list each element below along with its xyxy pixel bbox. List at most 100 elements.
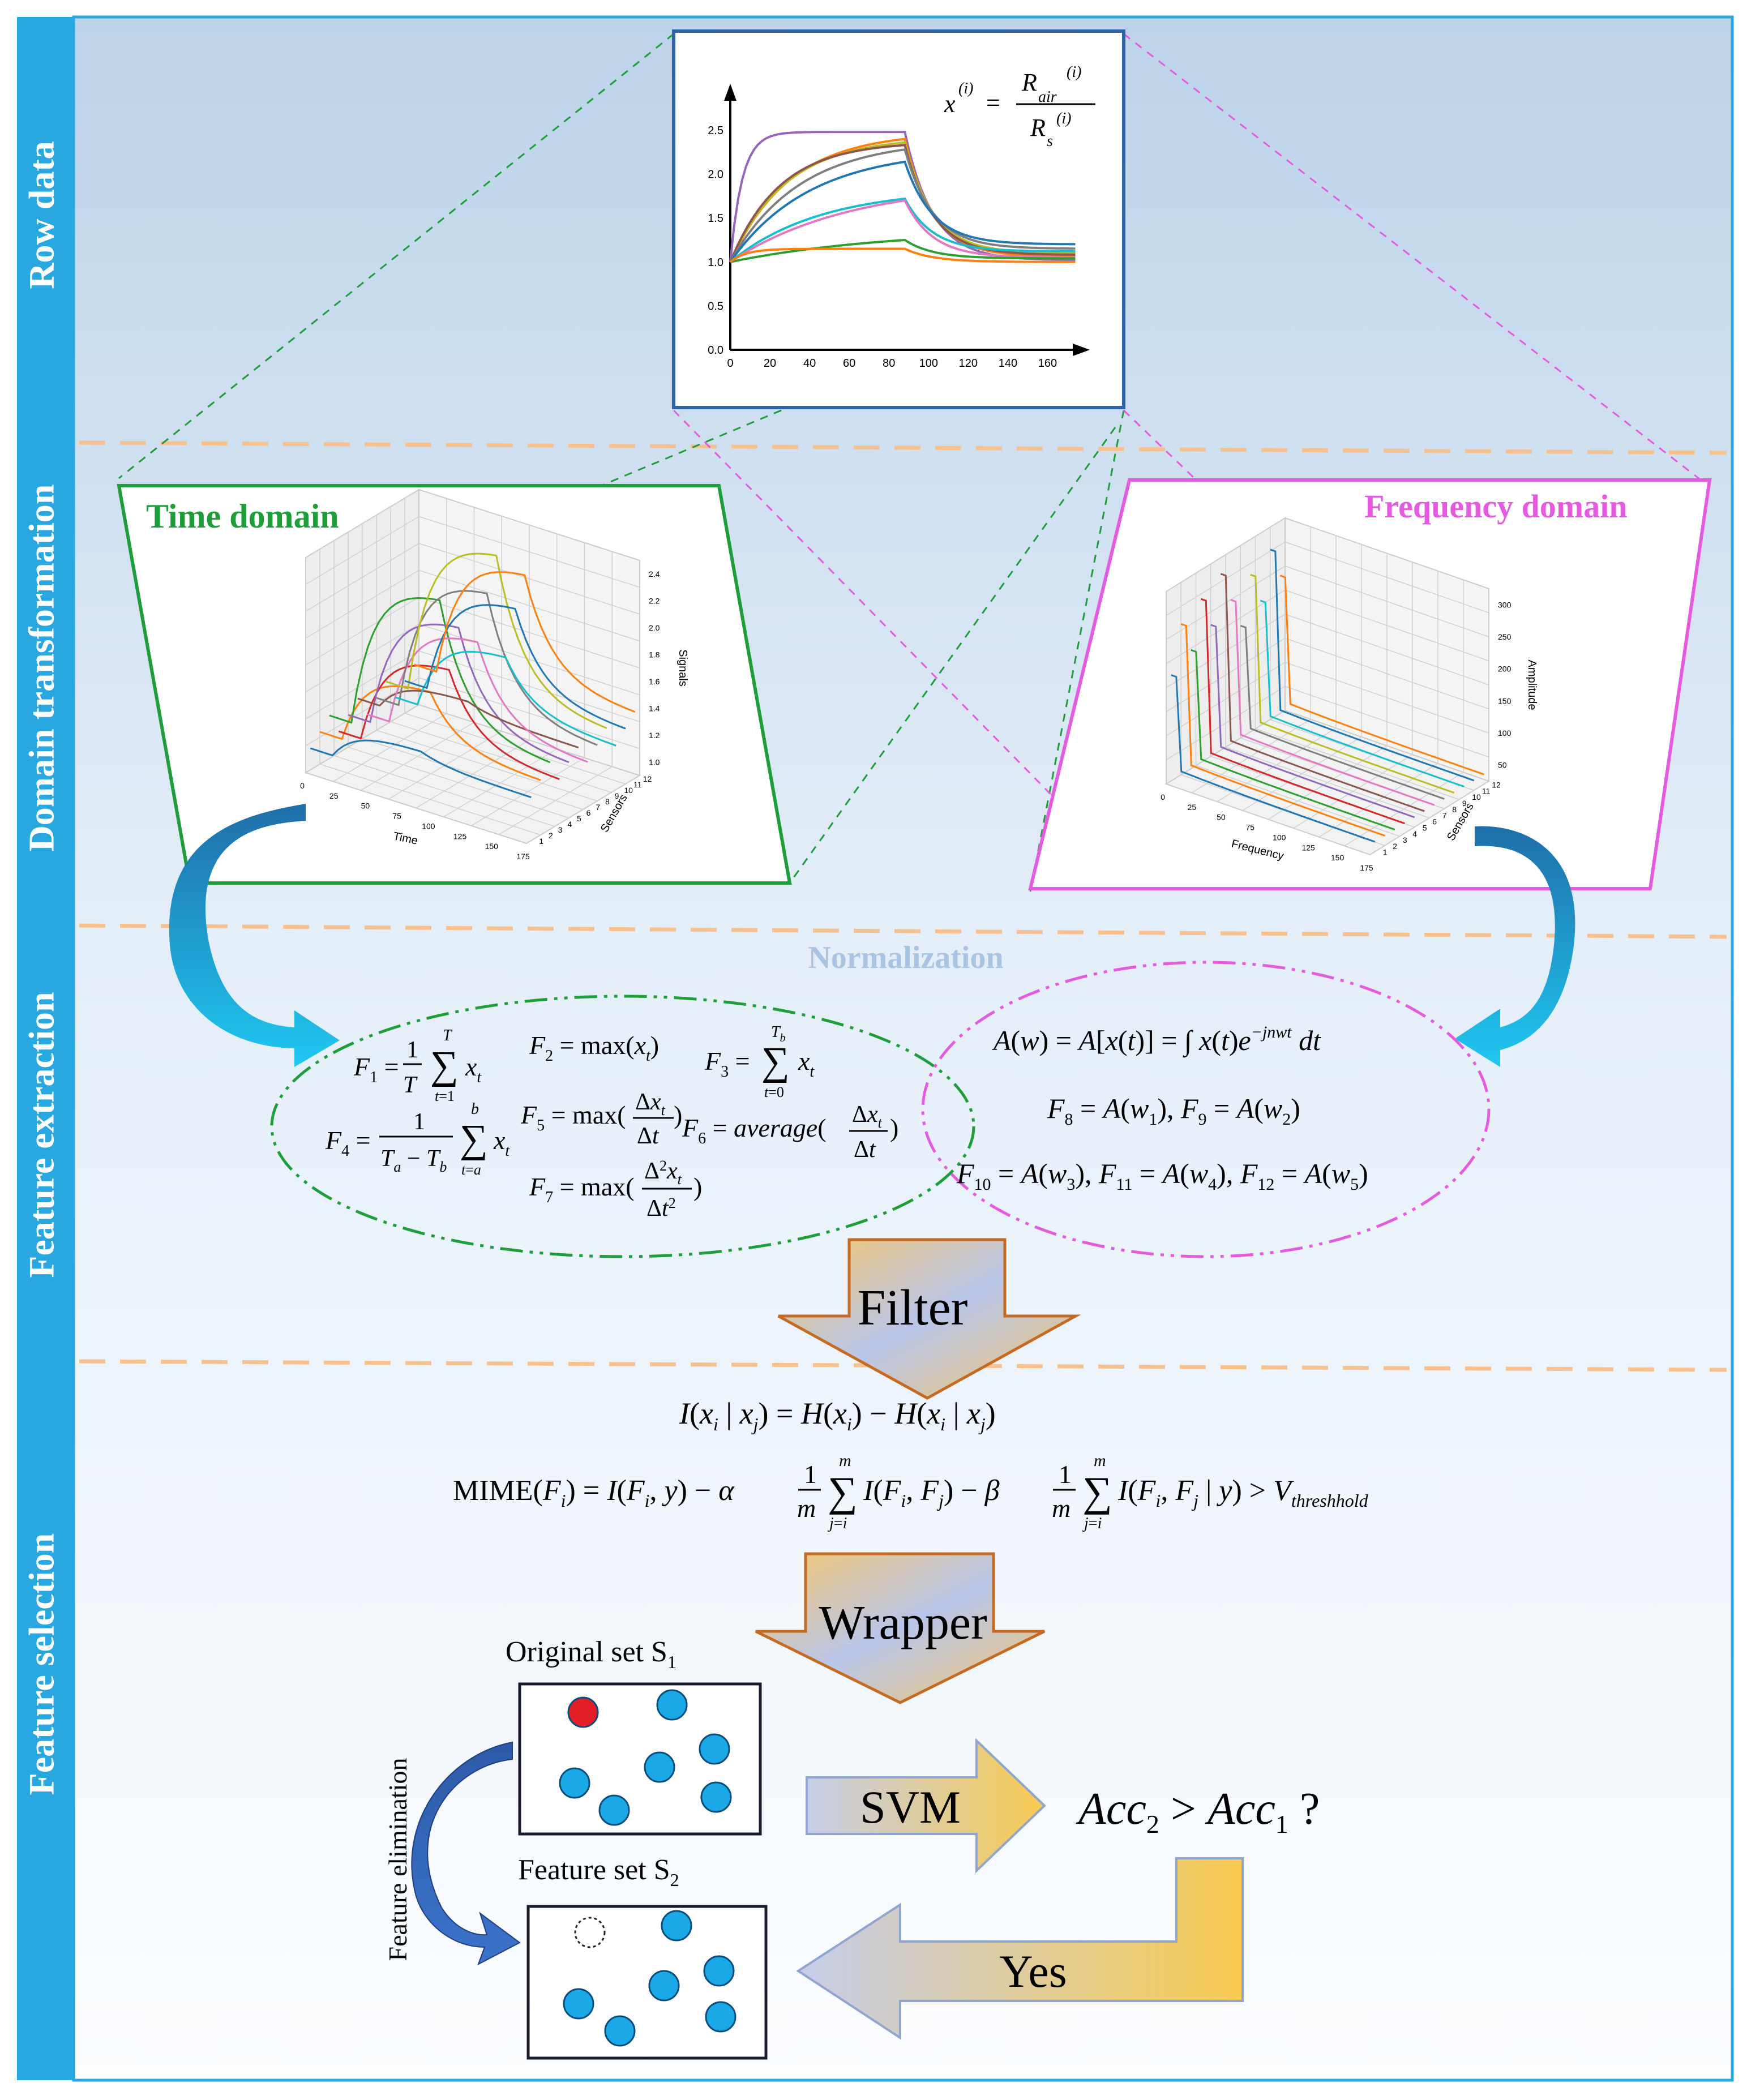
formula-f3-sum-bottom: t=0 [764, 1084, 784, 1100]
plot-grid-line [404, 713, 626, 785]
time-series-line [357, 689, 579, 749]
formula-f7-num: Δ2xt [644, 1158, 682, 1188]
formula-f5-num: Δxt [635, 1089, 666, 1118]
raw-series-line [730, 238, 1076, 263]
feature-dot [700, 1781, 732, 1813]
formula-mime-sum1: ∑ [828, 1469, 858, 1515]
raw-y-tick-label: 2.5 [708, 125, 723, 137]
sidebar-label-feature_sel: Feature selection [22, 1533, 62, 1795]
section-sidebar [17, 17, 74, 2080]
projection-line [789, 427, 1116, 884]
plot-x-tick-label: 175 [1360, 863, 1373, 872]
raw-formula-denominator: R [1030, 114, 1046, 142]
freq-series-line [1191, 649, 1395, 831]
formula-f1-num: 1 [406, 1037, 418, 1063]
svm-arrow [806, 1738, 1046, 1874]
plot-grid-line [1166, 662, 1286, 736]
plot-z-tick-label: 1.6 [649, 677, 660, 686]
raw-x-tick-label: 60 [843, 357, 855, 370]
plot-z-tick-label: 1.4 [649, 704, 660, 713]
plot-x-tick-label: 150 [485, 842, 499, 851]
plot-grid-line [1166, 614, 1286, 688]
divider-row-domain [79, 440, 1727, 455]
plot-x-tick-label: 100 [1273, 833, 1286, 842]
plot-y-tick-label: 2 [1393, 842, 1397, 851]
plot-grid-line [333, 755, 555, 827]
time-to-features-curved-arrow [169, 804, 340, 1067]
raw-x-tick-label: 140 [999, 357, 1017, 370]
formula-f6-num: Δxt [852, 1102, 883, 1131]
feature-dot [661, 1910, 692, 1942]
plot-grid-line [305, 597, 419, 666]
formula-mime-frac2-den: m [1052, 1494, 1071, 1523]
sidebar-label-row: Row data [22, 141, 62, 289]
plot-grid-line [418, 623, 640, 696]
formula-mime-sum2-top: m [1094, 1451, 1106, 1470]
plot-x-tick-label: 150 [1331, 853, 1344, 862]
removed-feature-dot [567, 1696, 599, 1728]
feature-dot [644, 1751, 675, 1783]
plot-grid-line [1166, 637, 1286, 713]
formula-f6: F6 = average( [682, 1113, 827, 1147]
raw-formula-denominator-sup: (i) [1056, 110, 1071, 127]
formula-f8-f9: F8 = A(w1), F9 = A(w2) [1047, 1092, 1300, 1129]
frequency-feature-formulas: A(w) = A[x(t)] = ∫ x(t)e−jnwt dt F8 = A(… [956, 1023, 1368, 1194]
plot-z-axis-label: Signals [676, 649, 689, 687]
plot-y-tick-label: 6 [586, 808, 591, 817]
time-domain-3d-plot: 02550751001251501751234567891011121.01.2… [300, 488, 689, 861]
formula-f7: F7 = max( [529, 1172, 635, 1206]
raw-y-tick-label: 0.0 [708, 344, 723, 357]
raw-y-tick-label: 1.0 [708, 256, 723, 269]
raw-series-line [729, 144, 1076, 263]
formula-f4-den: Ta − Tb [380, 1146, 447, 1175]
feature-dot [559, 1767, 590, 1799]
plot-y-tick-label: 5 [1423, 823, 1427, 832]
frequency-domain-title: Frequency domain [1364, 488, 1628, 525]
plot-x-tick-label: 175 [516, 852, 530, 861]
plot-y-tick-label: 1 [1383, 848, 1388, 857]
formula-mime-sum2-bottom: j=i [1082, 1515, 1102, 1532]
plot-z-tick-label: 2.4 [649, 569, 660, 578]
raw-data-chart-frame [672, 29, 1125, 409]
time-series-line [386, 552, 607, 729]
raw-series-line [729, 148, 1076, 263]
raw-formula-lhs: x [944, 90, 956, 118]
accuracy-b: Acc [1205, 1784, 1275, 1834]
filter-arrow [777, 1238, 1081, 1400]
plot-y-tick-label: 3 [558, 825, 563, 834]
plot-x-tick-label: 25 [1188, 803, 1197, 812]
plot-z-tick-label: 200 [1498, 665, 1512, 674]
plot-grid-line [418, 569, 640, 642]
raw-formula-numerator-sup: (i) [1067, 63, 1081, 81]
frequency-domain-3d-plot: 0255075100125150175123456789101112501001… [1161, 517, 1538, 872]
raw-y-tick-label: 2.0 [708, 169, 723, 181]
raw-x-axis-arrow [1073, 344, 1090, 356]
formula-f10-f12: F10 = A(w3), F11 = A(w4), F12 = A(w5) [956, 1158, 1368, 1194]
plot-grid-line [418, 597, 640, 668]
plot-y-tick-label: 8 [605, 797, 610, 806]
feature-dot [703, 1955, 735, 1987]
plot-grid-line [376, 730, 598, 802]
formula-f6-den: Δt [854, 1137, 876, 1163]
plot-z-tick-label: 1.0 [649, 757, 660, 766]
formula-f1-sum-bottom: t=1 [435, 1088, 455, 1104]
eliminated-feature-placeholder [574, 1917, 606, 1948]
formula-f7-close: ) [693, 1172, 702, 1201]
time-features-ellipse [270, 995, 975, 1258]
formula-f4-sum-bottom: t=a [461, 1162, 481, 1178]
formula-mime-part1: MIME(Fi) = I(Fi, y) − α [453, 1475, 735, 1511]
plot-grid-line [390, 721, 612, 793]
plot-x-tick-label: 75 [392, 812, 401, 821]
feature-elimination-arrow [411, 1741, 521, 1966]
formula-f3-sum: ∑ [761, 1040, 790, 1083]
feature-dot [563, 1988, 594, 2020]
yes-arrow [796, 1857, 1244, 2040]
raw-x-tick-label: 120 [959, 357, 978, 370]
raw-y-tick-label: 0.5 [708, 300, 723, 312]
accuracy-operator: > [1159, 1784, 1208, 1834]
normalization-label: Normalization [808, 940, 1003, 975]
time-series-line [395, 650, 616, 747]
accuracy-b-sub: 1 [1275, 1810, 1288, 1838]
formula-mime-sum2: ∑ [1082, 1469, 1112, 1515]
